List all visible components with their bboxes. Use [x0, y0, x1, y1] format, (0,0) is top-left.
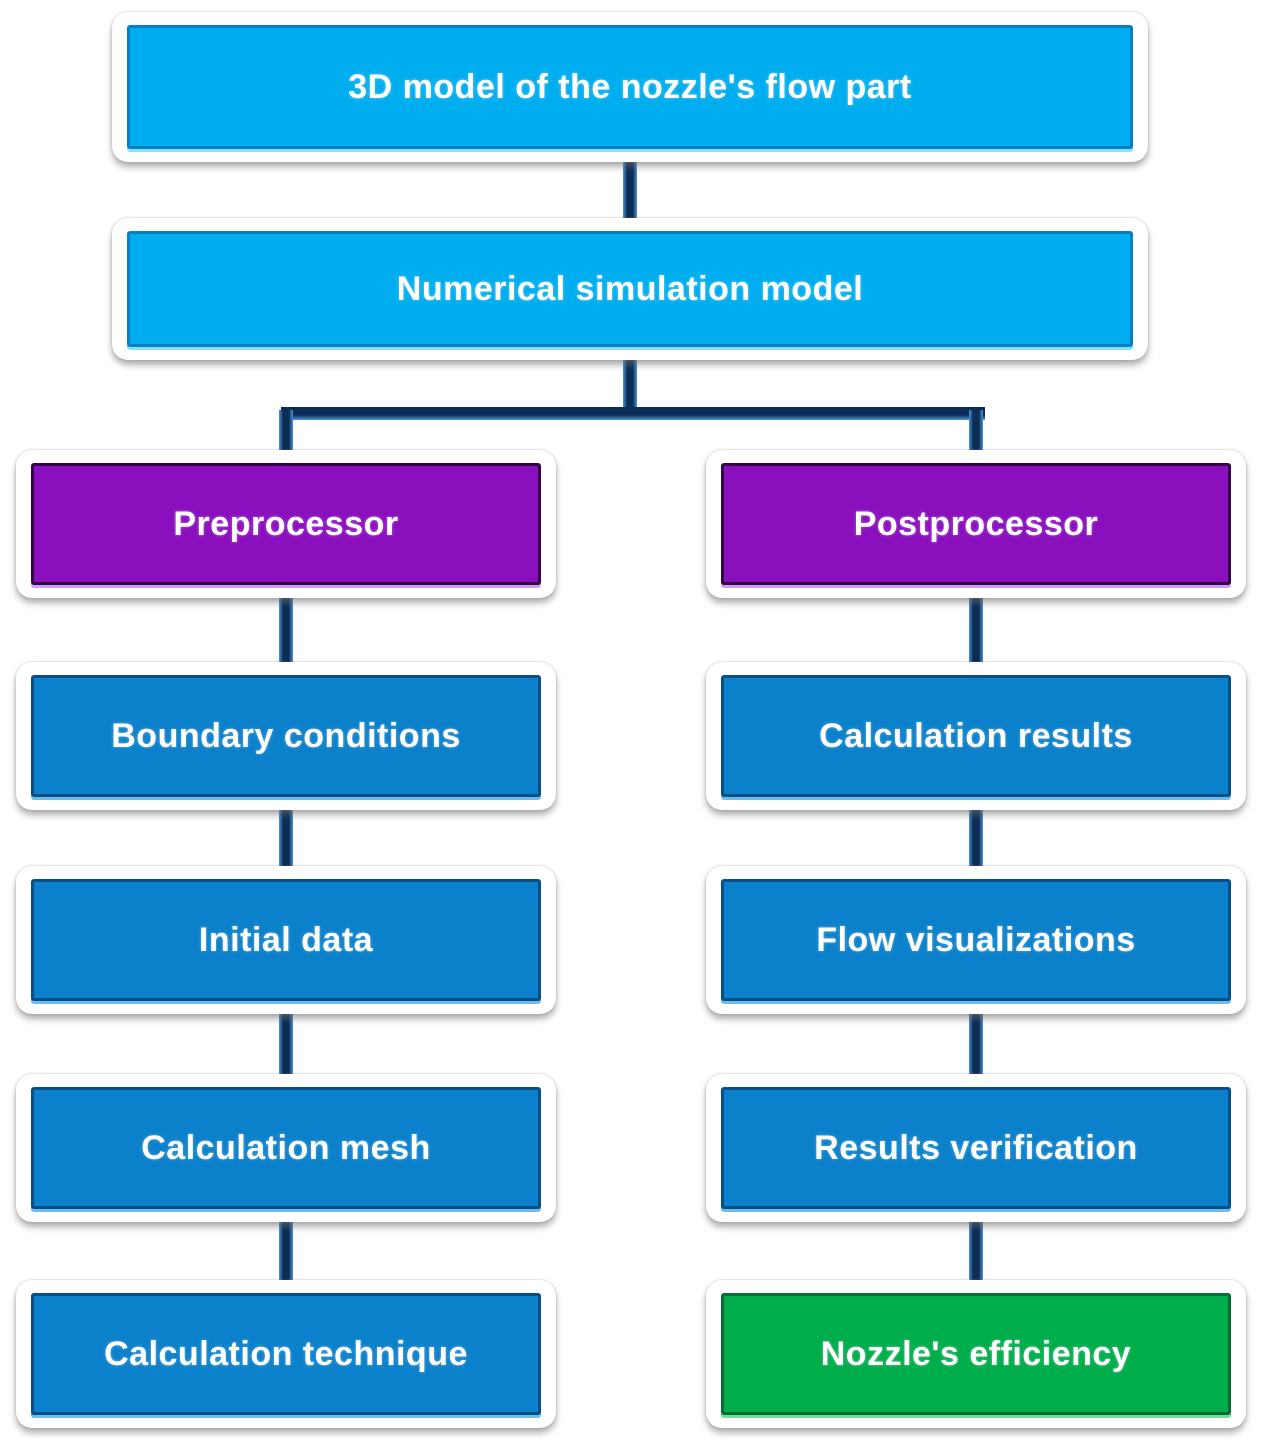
node-numerical-simulation-model: Numerical simulation model: [112, 218, 1148, 360]
node-calculation-results-label: Calculation results: [721, 675, 1231, 797]
node-initial-data: Initial data: [16, 866, 556, 1014]
node-flow-visualizations-label: Flow visualizations: [721, 879, 1231, 1001]
connector-branch-bar: [281, 407, 985, 420]
node-numerical-simulation-model-label: Numerical simulation model: [127, 231, 1133, 347]
node-preprocessor-label: Preprocessor: [31, 463, 541, 585]
node-preprocessor: Preprocessor: [16, 450, 556, 598]
node-nozzles-efficiency: Nozzle's efficiency: [706, 1280, 1246, 1428]
node-boundary-conditions: Boundary conditions: [16, 662, 556, 810]
node-calculation-mesh: Calculation mesh: [16, 1074, 556, 1222]
node-nozzles-efficiency-label: Nozzle's efficiency: [721, 1293, 1231, 1415]
node-results-verification: Results verification: [706, 1074, 1246, 1222]
node-3d-model-label: 3D model of the nozzle's flow part: [127, 25, 1133, 149]
node-calculation-technique: Calculation technique: [16, 1280, 556, 1428]
node-flow-visualizations: Flow visualizations: [706, 866, 1246, 1014]
node-calculation-technique-label: Calculation technique: [31, 1293, 541, 1415]
node-initial-data-label: Initial data: [31, 879, 541, 1001]
node-boundary-conditions-label: Boundary conditions: [31, 675, 541, 797]
node-results-verification-label: Results verification: [721, 1087, 1231, 1209]
node-3d-model: 3D model of the nozzle's flow part: [112, 12, 1148, 162]
node-postprocessor: Postprocessor: [706, 450, 1246, 598]
node-postprocessor-label: Postprocessor: [721, 463, 1231, 585]
node-calculation-results: Calculation results: [706, 662, 1246, 810]
node-calculation-mesh-label: Calculation mesh: [31, 1087, 541, 1209]
